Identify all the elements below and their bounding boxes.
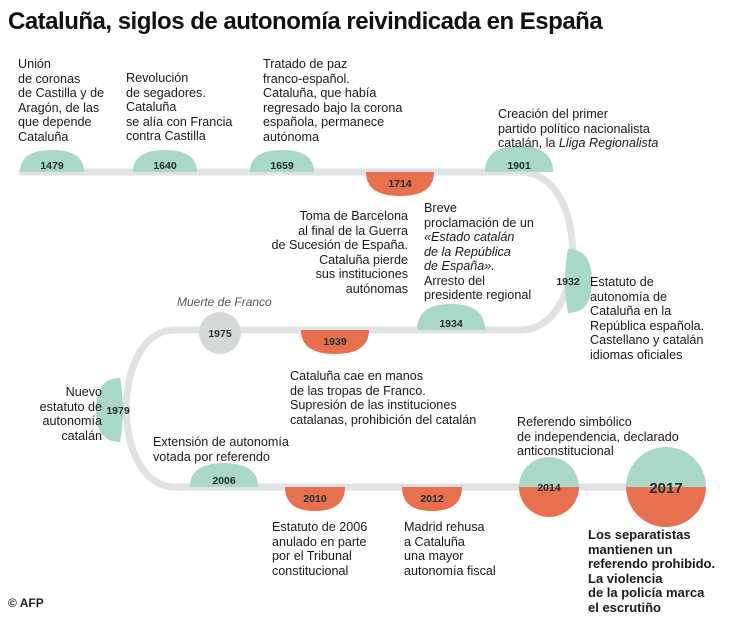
marker-year-1975: 1975	[208, 328, 232, 340]
marker-shape-1640	[133, 150, 197, 172]
marker-shape-1939	[301, 330, 369, 354]
marker-1479: 1479	[20, 150, 84, 172]
marker-shape-top-2017	[626, 447, 706, 487]
marker-shape-bottom-2014	[519, 487, 579, 517]
marker-shape-1901	[485, 146, 553, 172]
marker-year-1932: 1932	[556, 276, 580, 288]
marker-shape-2012	[402, 487, 462, 511]
marker-year-2017: 2017	[649, 480, 682, 497]
marker-2010: 2010	[285, 487, 345, 511]
marker-shape-2010	[285, 487, 345, 511]
marker-year-2010: 2010	[303, 493, 327, 505]
marker-shape-1932	[568, 249, 592, 313]
marker-1975: 1975	[199, 312, 241, 354]
afp-credit: © AFP	[8, 596, 44, 610]
marker-shape-1714	[366, 172, 434, 196]
marker-year-1979: 1979	[106, 405, 130, 417]
marker-shape-1659	[250, 150, 314, 172]
marker-edge-1932	[565, 249, 568, 313]
marker-2012: 2012	[402, 487, 462, 511]
marker-year-1939: 1939	[323, 336, 347, 348]
marker-edge-1979	[120, 378, 123, 442]
marker-year-2006: 2006	[212, 475, 236, 487]
marker-1714: 1714	[366, 172, 434, 196]
marker-1901: 1901	[485, 146, 553, 172]
marker-1939: 1939	[301, 330, 369, 354]
marker-shape-1979	[96, 378, 120, 442]
marker-year-1934: 1934	[439, 318, 463, 330]
marker-year-2014: 2014	[537, 482, 561, 494]
marker-2006: 2006	[190, 463, 258, 487]
page-title: Cataluña, siglos de autonomía reivindica…	[8, 8, 603, 35]
marker-2017: 2017	[626, 447, 706, 527]
marker-2014: 2014	[519, 457, 579, 517]
marker-1932: 1932	[556, 249, 592, 313]
marker-year-1659: 1659	[270, 160, 294, 172]
marker-year-1901: 1901	[507, 160, 531, 172]
marker-year-2012: 2012	[420, 493, 444, 505]
marker-1934: 1934	[417, 304, 485, 330]
marker-1659: 1659	[250, 150, 314, 172]
marker-1640: 1640	[133, 150, 197, 172]
marker-1979: 1979	[96, 378, 130, 442]
marker-shape-2006	[190, 463, 258, 487]
marker-shape-top-2014	[519, 457, 579, 487]
caption-1975: Muerte de Franco	[177, 295, 272, 309]
marker-shape-1479	[20, 150, 84, 172]
marker-year-1714: 1714	[388, 178, 412, 190]
marker-shape-1934	[417, 304, 485, 330]
marker-year-1640: 1640	[153, 160, 177, 172]
marker-shape-bottom-2017	[626, 487, 706, 527]
marker-shape-1975	[199, 312, 241, 354]
marker-year-1479: 1479	[40, 160, 64, 172]
